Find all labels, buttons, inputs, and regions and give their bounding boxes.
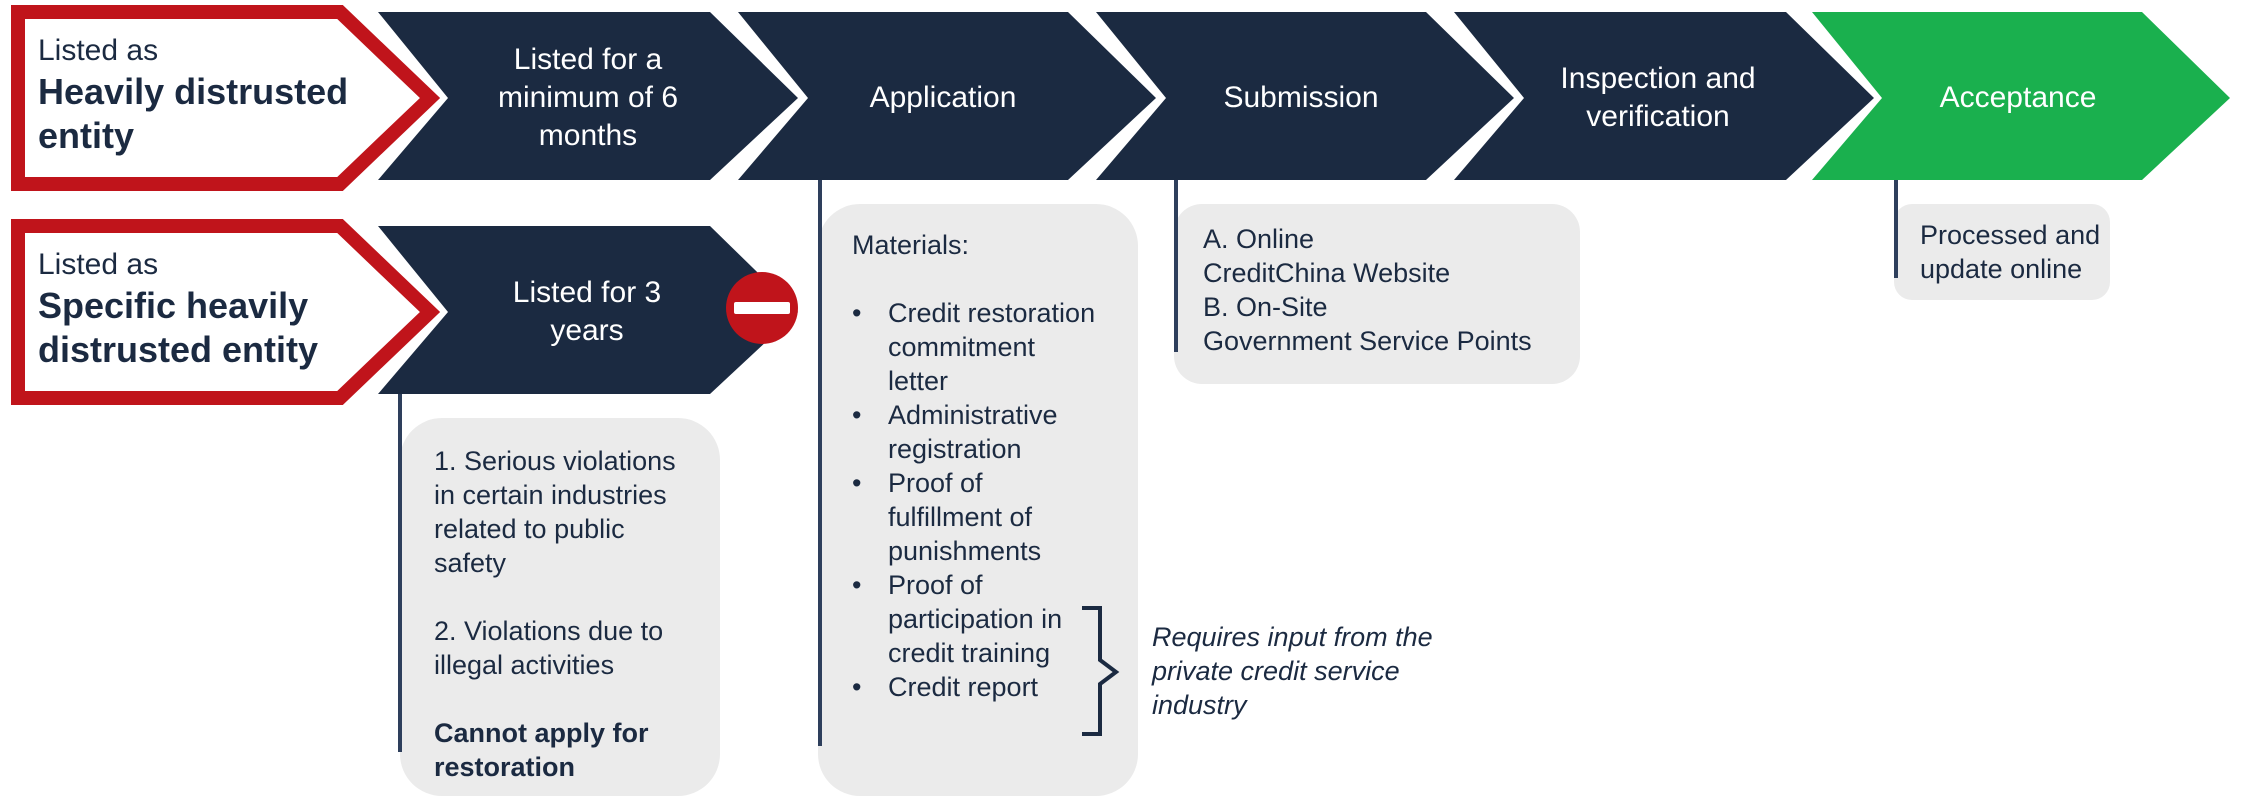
step-arrow-min-6-months xyxy=(378,12,798,180)
bracket-note: Requires input from the private credit s… xyxy=(1152,622,1433,720)
acceptance-text: Processed and update online xyxy=(1920,220,2101,284)
conditions-box xyxy=(400,418,720,796)
step-arrow-application xyxy=(738,12,1156,180)
condition-1: 1. Serious violations in certain industr… xyxy=(434,446,676,578)
acceptance-box xyxy=(1894,204,2110,300)
submission-text: A. Online CreditChina Website B. On-Site… xyxy=(1203,222,1563,358)
specific-heavily-distrusted-label: Listed as Specific heavily distrusted en… xyxy=(38,246,358,372)
submission-website: CreditChina Website xyxy=(1203,258,1451,288)
step-arrow-3-years xyxy=(378,226,798,394)
materials-item: Credit restoration commitment letter xyxy=(852,296,1102,398)
entity-name: Heavily distrusted entity xyxy=(38,71,349,157)
heavily-distrusted-label: Listed as Heavily distrusted entity xyxy=(38,32,358,158)
submission-online: A. Online xyxy=(1203,224,1315,254)
step-arrow-acceptance xyxy=(1812,12,2230,180)
entity-prefix-2: Listed as xyxy=(38,248,159,281)
condition-2: 2. Violations due to illegal activities xyxy=(434,616,664,680)
materials-text: Materials: Credit restoration commitment… xyxy=(852,228,1102,704)
step-arrow-submission xyxy=(1096,12,1514,180)
materials-item: Proof of participation in credit trainin… xyxy=(852,568,1102,670)
submission-service-points: Government Service Points xyxy=(1203,326,1532,356)
conditions-conclusion: Cannot apply for restoration xyxy=(434,718,649,782)
step-label-3-years: Listed for 3 years xyxy=(512,276,662,347)
step-label-submission: Submission xyxy=(1223,81,1379,114)
step-label-min-6-months: Listed for a minimum of 6 months xyxy=(497,43,679,152)
submission-onsite: B. On-Site xyxy=(1203,292,1328,322)
materials-heading: Materials: xyxy=(852,230,970,260)
specific-heavily-distrusted-entity-label-arrow xyxy=(11,219,441,405)
submission-box xyxy=(1174,204,1580,384)
heavily-distrusted-entity-label-arrow xyxy=(11,4,441,191)
entity-prefix: Listed as xyxy=(38,34,159,67)
step-label-application: Application xyxy=(869,81,1017,114)
conditions-text: 1. Serious violations in certain industr… xyxy=(434,444,694,784)
materials-item: Credit report xyxy=(852,670,1102,704)
step-arrow-inspection xyxy=(1454,12,1874,180)
no-entry-icon xyxy=(726,272,798,344)
materials-item: Administrative registration xyxy=(852,398,1102,466)
materials-item: Proof of fulfillment of punishments xyxy=(852,466,1102,568)
entity-name-2: Specific heavily distrusted entity xyxy=(38,285,319,371)
step-label-inspection: Inspection and verification xyxy=(1560,62,1756,133)
materials-list: Credit restoration commitment letter Adm… xyxy=(852,296,1102,704)
step-label-acceptance: Acceptance xyxy=(1939,81,2097,114)
